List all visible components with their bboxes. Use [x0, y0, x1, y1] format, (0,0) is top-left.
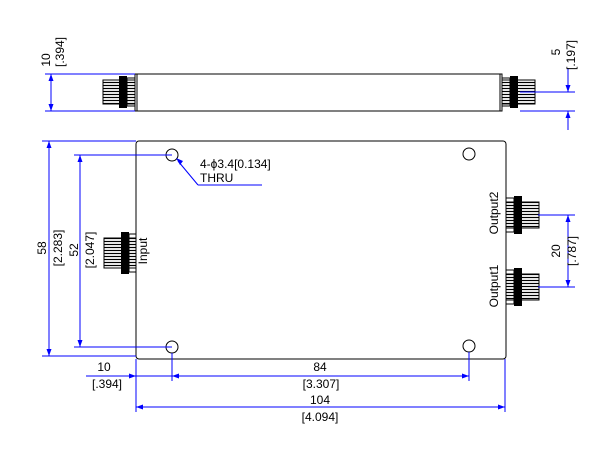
port-label-input: Input	[136, 237, 150, 264]
hole-callout-thru: THRU	[200, 171, 233, 185]
dim-overall-height: 58 [2.283]	[35, 140, 136, 357]
dim-hole-inset-mm: 10	[97, 360, 111, 374]
dim-overall-length-mm: 104	[310, 393, 330, 407]
dim-output-spacing-mm: 20	[549, 244, 563, 258]
dim-connector-offset: 5 [.197]	[520, 40, 578, 130]
dim-output-spacing: 20 [.787]	[538, 214, 579, 288]
dim-side-height-inch: [.394]	[53, 37, 67, 67]
output1-connector	[505, 268, 540, 306]
dim-hole-spacing-horizontal-mm: 84	[313, 360, 327, 374]
side-input-connector	[102, 76, 136, 108]
dim-overall-length-inch: [4.094]	[302, 410, 339, 424]
dim-hole-inset-inch: [.394]	[92, 377, 122, 391]
side-view: 10 [.394] 5 [.197]	[39, 37, 578, 130]
dim-overall-height-inch: [2.283]	[51, 230, 65, 267]
dim-hole-spacing-horizontal-inch: [3.307]	[303, 377, 340, 391]
dim-hole-spacing-vertical-mm: 52	[67, 243, 81, 257]
mounting-hole-bottom-right	[462, 339, 476, 353]
side-view-body	[134, 73, 503, 112]
dim-hole-spacing-vertical-inch: [2.047]	[83, 232, 97, 269]
top-view-body	[135, 140, 507, 360]
dim-hole-spacing-vertical: 52 [2.047]	[67, 154, 172, 348]
hole-callout: 4-ϕ3.4[0.134] THRU	[176, 157, 271, 186]
dim-overall-height-mm: 58	[35, 241, 49, 255]
dim-connector-offset-mm: 5	[549, 48, 563, 55]
dim-side-height-mm: 10	[39, 53, 53, 67]
dim-overall-length: 104 [4.094]	[136, 393, 505, 424]
port-label-output2: Output2	[487, 191, 501, 234]
dim-hole-spacing-horizontal: 84 [3.307]	[172, 360, 469, 391]
input-connector	[103, 232, 137, 274]
mounting-hole-top-right	[462, 147, 476, 161]
port-label-output1: Output1	[487, 264, 501, 307]
dim-side-height: 10 [.394]	[39, 37, 135, 112]
dim-connector-offset-inch: [.197]	[564, 40, 578, 70]
top-view: 4-ϕ3.4[0.134] THRU Input Output2 Output1	[35, 140, 579, 424]
hole-callout-size: 4-ϕ3.4[0.134]	[200, 157, 271, 171]
dim-output-spacing-inch: [.787]	[565, 236, 579, 266]
dim-hole-inset: 10 [.394]	[86, 360, 179, 391]
output2-connector	[505, 196, 540, 234]
